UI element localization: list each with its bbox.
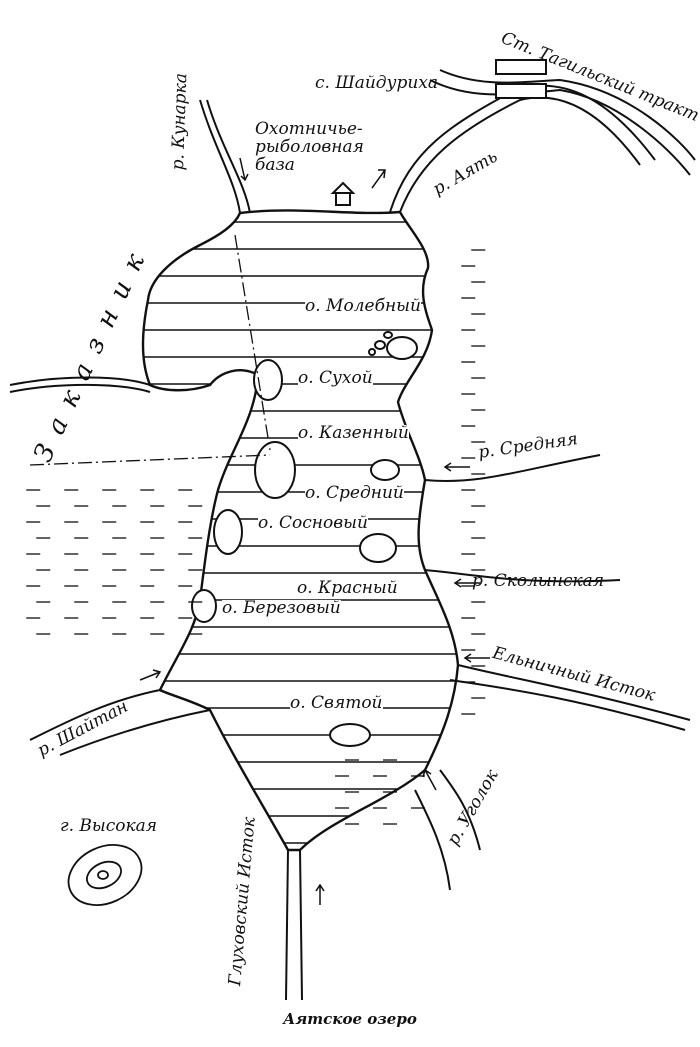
island-berezovy: [191, 589, 217, 623]
river-shaytan: [29, 689, 161, 741]
arrow-icon: [443, 462, 470, 472]
islet: [374, 340, 386, 350]
label-kazenny: о. Казенный: [298, 423, 409, 443]
islands: [191, 331, 418, 747]
island-kazenny: [254, 441, 296, 499]
river-skolynskaya: [424, 569, 621, 583]
arrow-icon: [463, 653, 490, 663]
label-sredny: о. Средний: [305, 483, 404, 503]
marsh-hatching: [26, 249, 486, 825]
base-house-icon: [330, 181, 356, 206]
river-ugolok: [414, 789, 451, 891]
river-srednyaya: [424, 454, 601, 482]
label-sukhoy: о. Сухой: [298, 368, 373, 388]
river-ayat: [399, 96, 641, 213]
river-west: [9, 383, 151, 393]
arrow-icon: [315, 883, 325, 905]
river-ugolok: [439, 769, 481, 851]
station-building: [495, 83, 547, 99]
station-building: [495, 59, 547, 75]
label-kunarka: р. Кунарка: [168, 72, 192, 171]
tagil-tract-road: [429, 79, 691, 176]
label-sosnovy: о. Сосновый: [258, 513, 368, 533]
label-berezovy: о. Березовый: [222, 598, 341, 618]
reserve-boundary: [234, 234, 271, 451]
island-krasny: [359, 533, 397, 563]
label-molebny: о. Молебный: [305, 296, 421, 316]
label-skolynskaya: р. Сколынская: [472, 571, 605, 591]
island-svyatoy: [329, 723, 371, 747]
arrow-icon: [239, 157, 249, 182]
label-vysokaya: г. Высокая: [60, 816, 158, 836]
river-glukhovsky: [299, 849, 303, 1001]
river-kunarka: [199, 99, 241, 214]
rivers: [9, 59, 696, 1001]
arrow-icon: [139, 669, 162, 681]
tagil-tract-road: [439, 69, 696, 161]
label-svyatoy: о. Святой: [290, 693, 383, 713]
island-sukhoy: [253, 359, 283, 401]
island-sredny: [370, 459, 400, 481]
label-base: Охотничье-рыболовная база: [255, 119, 364, 175]
arrow-icon: [371, 169, 386, 189]
mountain-icon: [67, 844, 143, 906]
lake-shoreline: [141, 209, 460, 852]
reserve-boundary: [29, 454, 271, 466]
river-ayat: [389, 84, 656, 213]
label-village: с. Шайдуриха: [315, 73, 439, 93]
island-sosnovy: [213, 509, 243, 555]
island-molebny: [386, 336, 418, 360]
map-caption: Аятское озеро: [283, 1010, 417, 1028]
river-west: [9, 376, 151, 386]
islet: [383, 331, 393, 339]
islet: [368, 348, 376, 356]
arrows: [139, 157, 490, 905]
river-kunarka: [206, 99, 251, 214]
river-glukhovsky: [285, 849, 289, 1001]
river-elnichny: [457, 664, 691, 721]
river-shaytan: [59, 709, 211, 756]
river-elnichny: [449, 679, 686, 731]
label-krasny: о. Красный: [297, 578, 398, 598]
arrow-icon: [422, 768, 437, 791]
arrow-icon: [453, 578, 480, 588]
